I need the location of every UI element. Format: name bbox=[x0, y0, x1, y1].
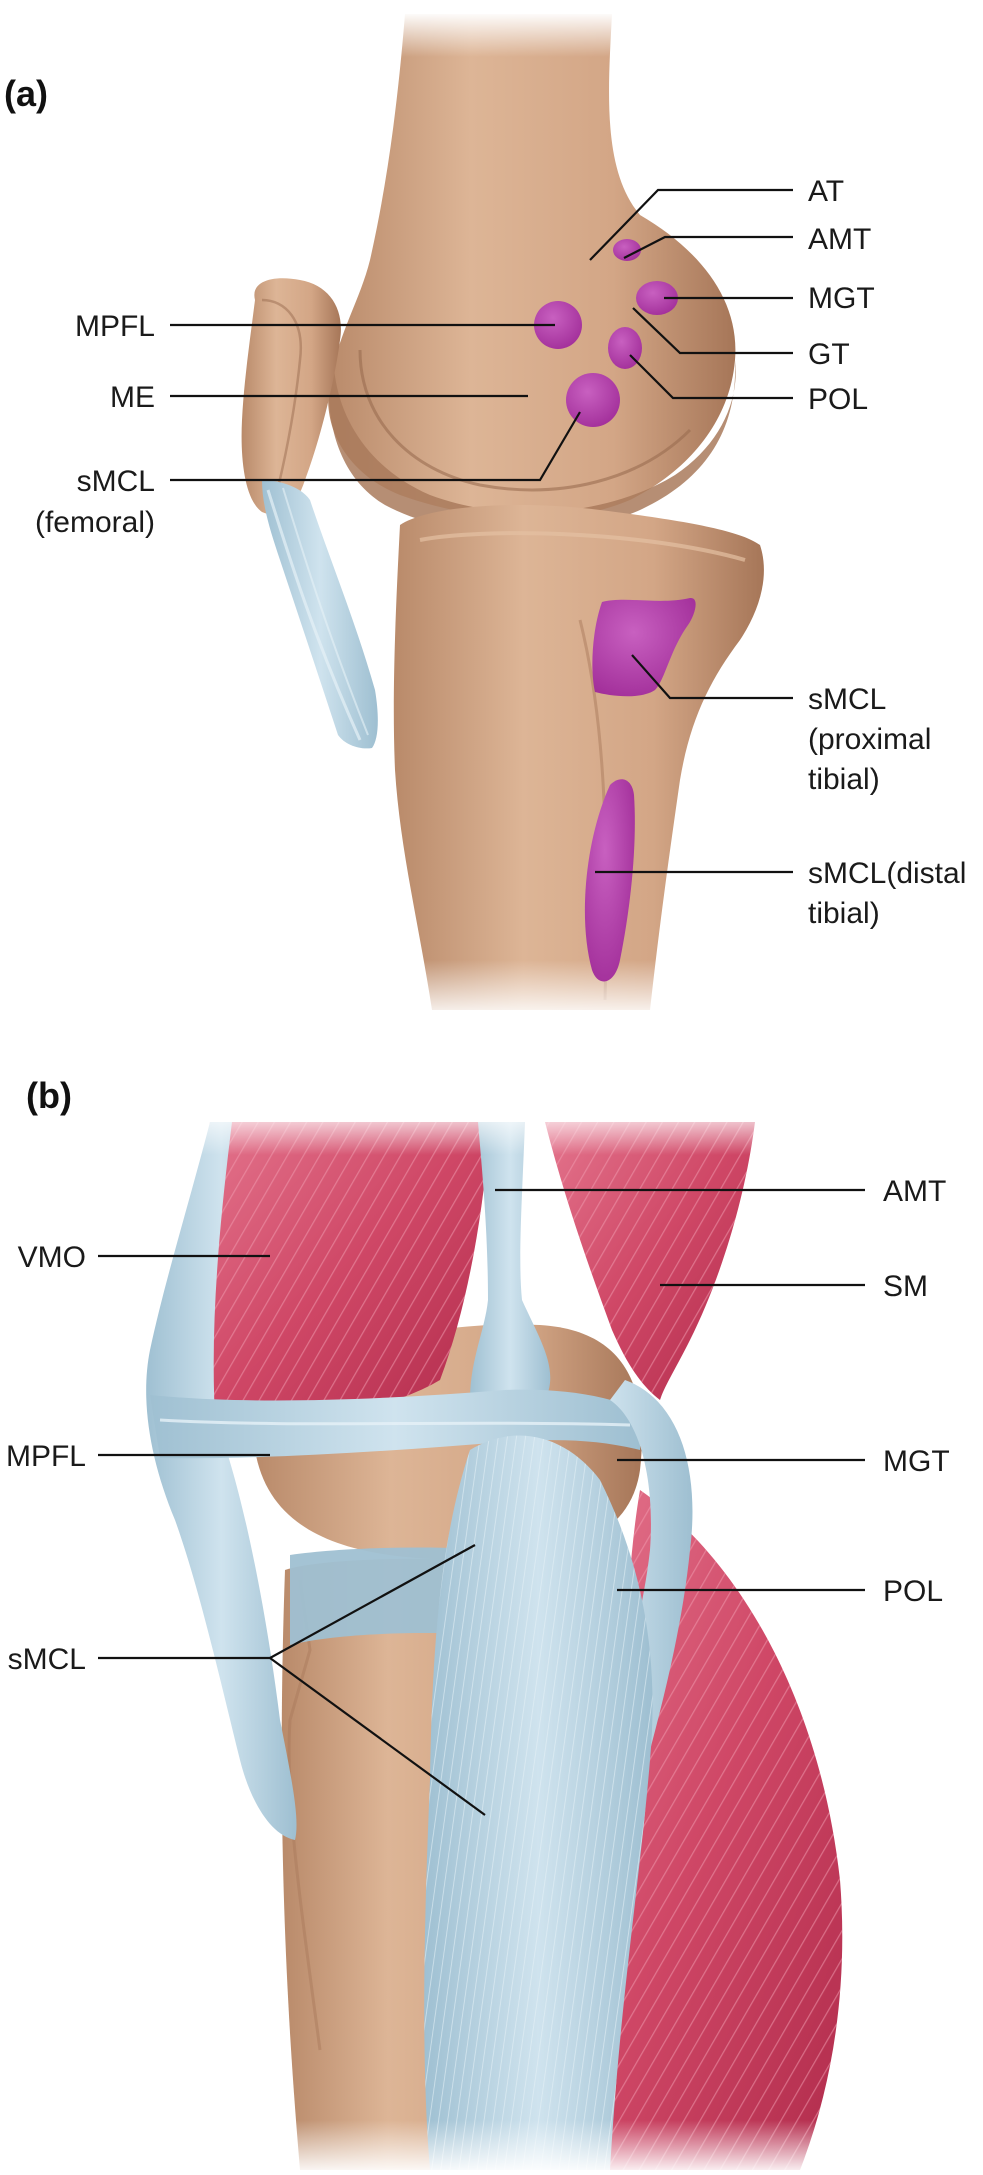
label-b-smcl: sMCL bbox=[8, 1643, 86, 1676]
medial-retinaculum bbox=[146, 1122, 297, 1840]
leader-amt bbox=[623, 235, 793, 259]
leader-pol bbox=[629, 354, 793, 400]
label-a-smcl-proximal-1: sMCL bbox=[808, 683, 886, 716]
label-a-smcl-proximal-3: tibial) bbox=[808, 763, 880, 796]
panel-a: (a) bbox=[4, 12, 966, 1020]
attachment-amt bbox=[613, 239, 641, 261]
label-b-sm: SM bbox=[883, 1270, 928, 1303]
label-a-smcl-femoral-2: (femoral) bbox=[35, 506, 155, 539]
label-a-mpfl: MPFL bbox=[75, 310, 155, 343]
panel-b-label: (b) bbox=[26, 1075, 72, 1116]
amt-tendon bbox=[470, 1122, 551, 1400]
label-a-gt: GT bbox=[808, 338, 850, 371]
label-b-amt: AMT bbox=[883, 1175, 946, 1208]
leader-b-smcl-upper bbox=[269, 1544, 476, 1659]
femur-shaft bbox=[328, 14, 736, 519]
label-a-smcl-distal-1: sMCL(distal bbox=[808, 857, 966, 890]
attachment-mgt bbox=[636, 281, 678, 315]
label-a-me: ME bbox=[110, 381, 155, 414]
attachment-smcl-femoral bbox=[566, 373, 620, 427]
leader-smcl-femoral bbox=[170, 411, 581, 482]
label-a-smcl-femoral-1: sMCL bbox=[77, 465, 155, 498]
label-a-smcl-distal-2: tibial) bbox=[808, 897, 880, 930]
leader-smcl-proximal bbox=[631, 654, 793, 700]
label-a-pol: POL bbox=[808, 383, 868, 416]
label-a-smcl-proximal-2: (proximal bbox=[808, 723, 931, 756]
leader-at bbox=[589, 188, 793, 261]
panel-b: (b) bbox=[6, 1075, 950, 2175]
label-b-vmo: VMO bbox=[18, 1241, 86, 1274]
attachment-mpfl bbox=[534, 301, 582, 349]
leader-b-smcl-lower bbox=[269, 1657, 486, 1816]
leader-gt bbox=[632, 307, 793, 355]
patellar-tendon bbox=[262, 480, 378, 749]
label-a-amt: AMT bbox=[808, 223, 871, 256]
attachment-smcl-distal-tibial bbox=[584, 779, 635, 982]
tibia bbox=[393, 505, 764, 1010]
label-b-mgt: MGT bbox=[883, 1445, 950, 1478]
attachment-smcl-proximal-tibial bbox=[592, 597, 696, 697]
label-a-at: AT bbox=[808, 175, 844, 208]
label-b-mpfl: MPFL bbox=[6, 1440, 86, 1473]
label-a-mgt: MGT bbox=[808, 282, 875, 315]
label-b-pol: POL bbox=[883, 1575, 943, 1608]
panel-a-label: (a) bbox=[4, 73, 48, 114]
